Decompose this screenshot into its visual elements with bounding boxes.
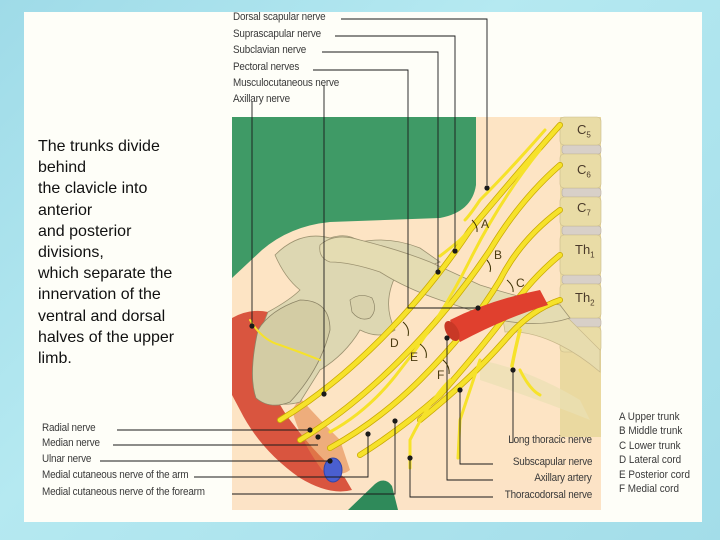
caption-line: innervation of the	[38, 286, 161, 304]
legend-item-lateral-cord: D Lateral cord	[619, 454, 682, 467]
label-medial-cutaneous-arm: Medial cutaneous nerve of the arm	[42, 469, 189, 481]
caption-line: halves of the upper	[38, 328, 175, 346]
caption-line: divisions,	[38, 244, 104, 262]
segment-marker-c: C	[516, 276, 525, 290]
segment-marker-e: E	[410, 350, 419, 364]
label-thoracodorsal-nerve: Thoracodorsal nerve	[504, 489, 593, 501]
caption-line: behind	[38, 159, 87, 177]
label-musculocutaneous-nerve: Musculocutaneous nerve	[233, 77, 340, 89]
caption-line: The trunks divide	[38, 138, 160, 155]
label-subscapular-nerve: Subscapular nerve	[512, 456, 593, 468]
label-medial-cutaneous-forearm: Medial cutaneous nerve of the forearm	[42, 486, 205, 498]
legend: A Upper trunk B Middle trunk C Lower tru…	[619, 410, 698, 496]
label-axillary-nerve: Axillary nerve	[233, 93, 290, 105]
vertebra-label-c7: C7	[577, 200, 591, 218]
legend-item-medial-cord: F Medial cord	[619, 483, 679, 496]
caption-line: anterior	[38, 201, 93, 219]
vertebra-label-c5: C5	[577, 122, 591, 140]
segment-marker-f: F	[437, 368, 445, 382]
label-ulnar-nerve: Ulnar nerve	[42, 453, 92, 465]
vertebra-label-c6: C6	[577, 162, 591, 180]
vertebra-label-th1: Th1	[575, 242, 595, 260]
legend-item-upper-trunk: A Upper trunk	[619, 411, 680, 423]
label-median-nerve: Median nerve	[42, 437, 100, 449]
caption-line: limb.	[38, 350, 72, 368]
segment-marker-b: B	[494, 248, 503, 262]
caption-line: the clavicle into	[38, 180, 148, 198]
legend-item-posterior-cord: E Posterior cord	[619, 468, 690, 481]
caption-line: which separate the	[38, 265, 173, 283]
caption-line: and posterior	[38, 222, 132, 240]
caption-text: The trunks divide behind the clavicle in…	[38, 136, 208, 369]
segment-marker-a: A	[481, 217, 490, 231]
legend-item-middle-trunk: B Middle trunk	[619, 425, 683, 438]
label-long-thoracic-nerve: Long thoracic nerve	[508, 434, 592, 446]
label-suprascapular-nerve: Suprascapular nerve	[233, 28, 321, 40]
legend-item-lower-trunk: C Lower trunk	[619, 439, 681, 452]
vertebra-label-th2: Th2	[575, 290, 595, 308]
label-subclavian-nerve: Subclavian nerve	[233, 44, 307, 56]
label-axillary-artery: Axillary artery	[534, 472, 592, 484]
label-pectoral-nerves: Pectoral nerves	[233, 61, 300, 73]
caption-line: ventral and dorsal	[38, 307, 166, 325]
label-dorsal-scapular-nerve: Dorsal scapular nerve	[233, 11, 326, 23]
label-radial-nerve: Radial nerve	[42, 422, 96, 434]
segment-marker-d: D	[390, 336, 399, 350]
